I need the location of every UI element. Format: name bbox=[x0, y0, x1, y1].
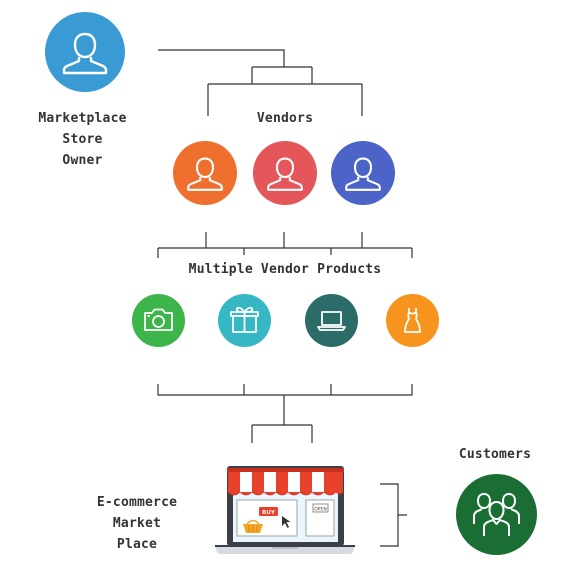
owner-label: Marketplace Store Owner bbox=[20, 108, 145, 171]
vendor-node-1 bbox=[173, 141, 237, 205]
product-node-dress bbox=[386, 294, 439, 347]
products-label: Multiple Vendor Products bbox=[188, 262, 382, 277]
vendor-node-3 bbox=[331, 141, 395, 205]
group-icon bbox=[473, 493, 520, 536]
gift-icon bbox=[230, 306, 259, 333]
marketplace-label-line1: E-commerce Market bbox=[96, 495, 178, 531]
buy-tag-text: BUY bbox=[262, 510, 276, 516]
person-icon bbox=[267, 157, 303, 191]
basket-icon bbox=[243, 519, 263, 533]
vendor-node-2 bbox=[253, 141, 317, 205]
product-node-laptop bbox=[305, 294, 358, 347]
marketplace-label-line2: Place bbox=[116, 537, 158, 552]
vendors-label: Vendors bbox=[256, 111, 314, 126]
buy-tag bbox=[259, 507, 278, 516]
marketplace-label: E-commerce Market Place bbox=[72, 492, 202, 555]
cursor-icon bbox=[282, 516, 291, 528]
person-icon bbox=[187, 157, 223, 191]
person-icon bbox=[62, 32, 108, 75]
storefront-laptop-icon: OPEN BUY bbox=[215, 466, 355, 554]
product-node-camera bbox=[132, 294, 185, 347]
laptop-icon bbox=[317, 311, 346, 331]
customers-node bbox=[456, 474, 537, 555]
person-icon bbox=[345, 157, 381, 191]
open-sign-text: OPEN bbox=[314, 506, 326, 512]
product-node-gift bbox=[218, 294, 271, 347]
customers-label: Customers bbox=[458, 447, 532, 462]
dress-icon bbox=[404, 308, 421, 333]
owner-label-line1: Marketplace Store bbox=[38, 111, 127, 147]
owner-label-line2: Owner bbox=[62, 153, 103, 168]
owner-node bbox=[45, 12, 125, 92]
camera-icon bbox=[144, 308, 173, 331]
open-sign bbox=[312, 503, 329, 513]
